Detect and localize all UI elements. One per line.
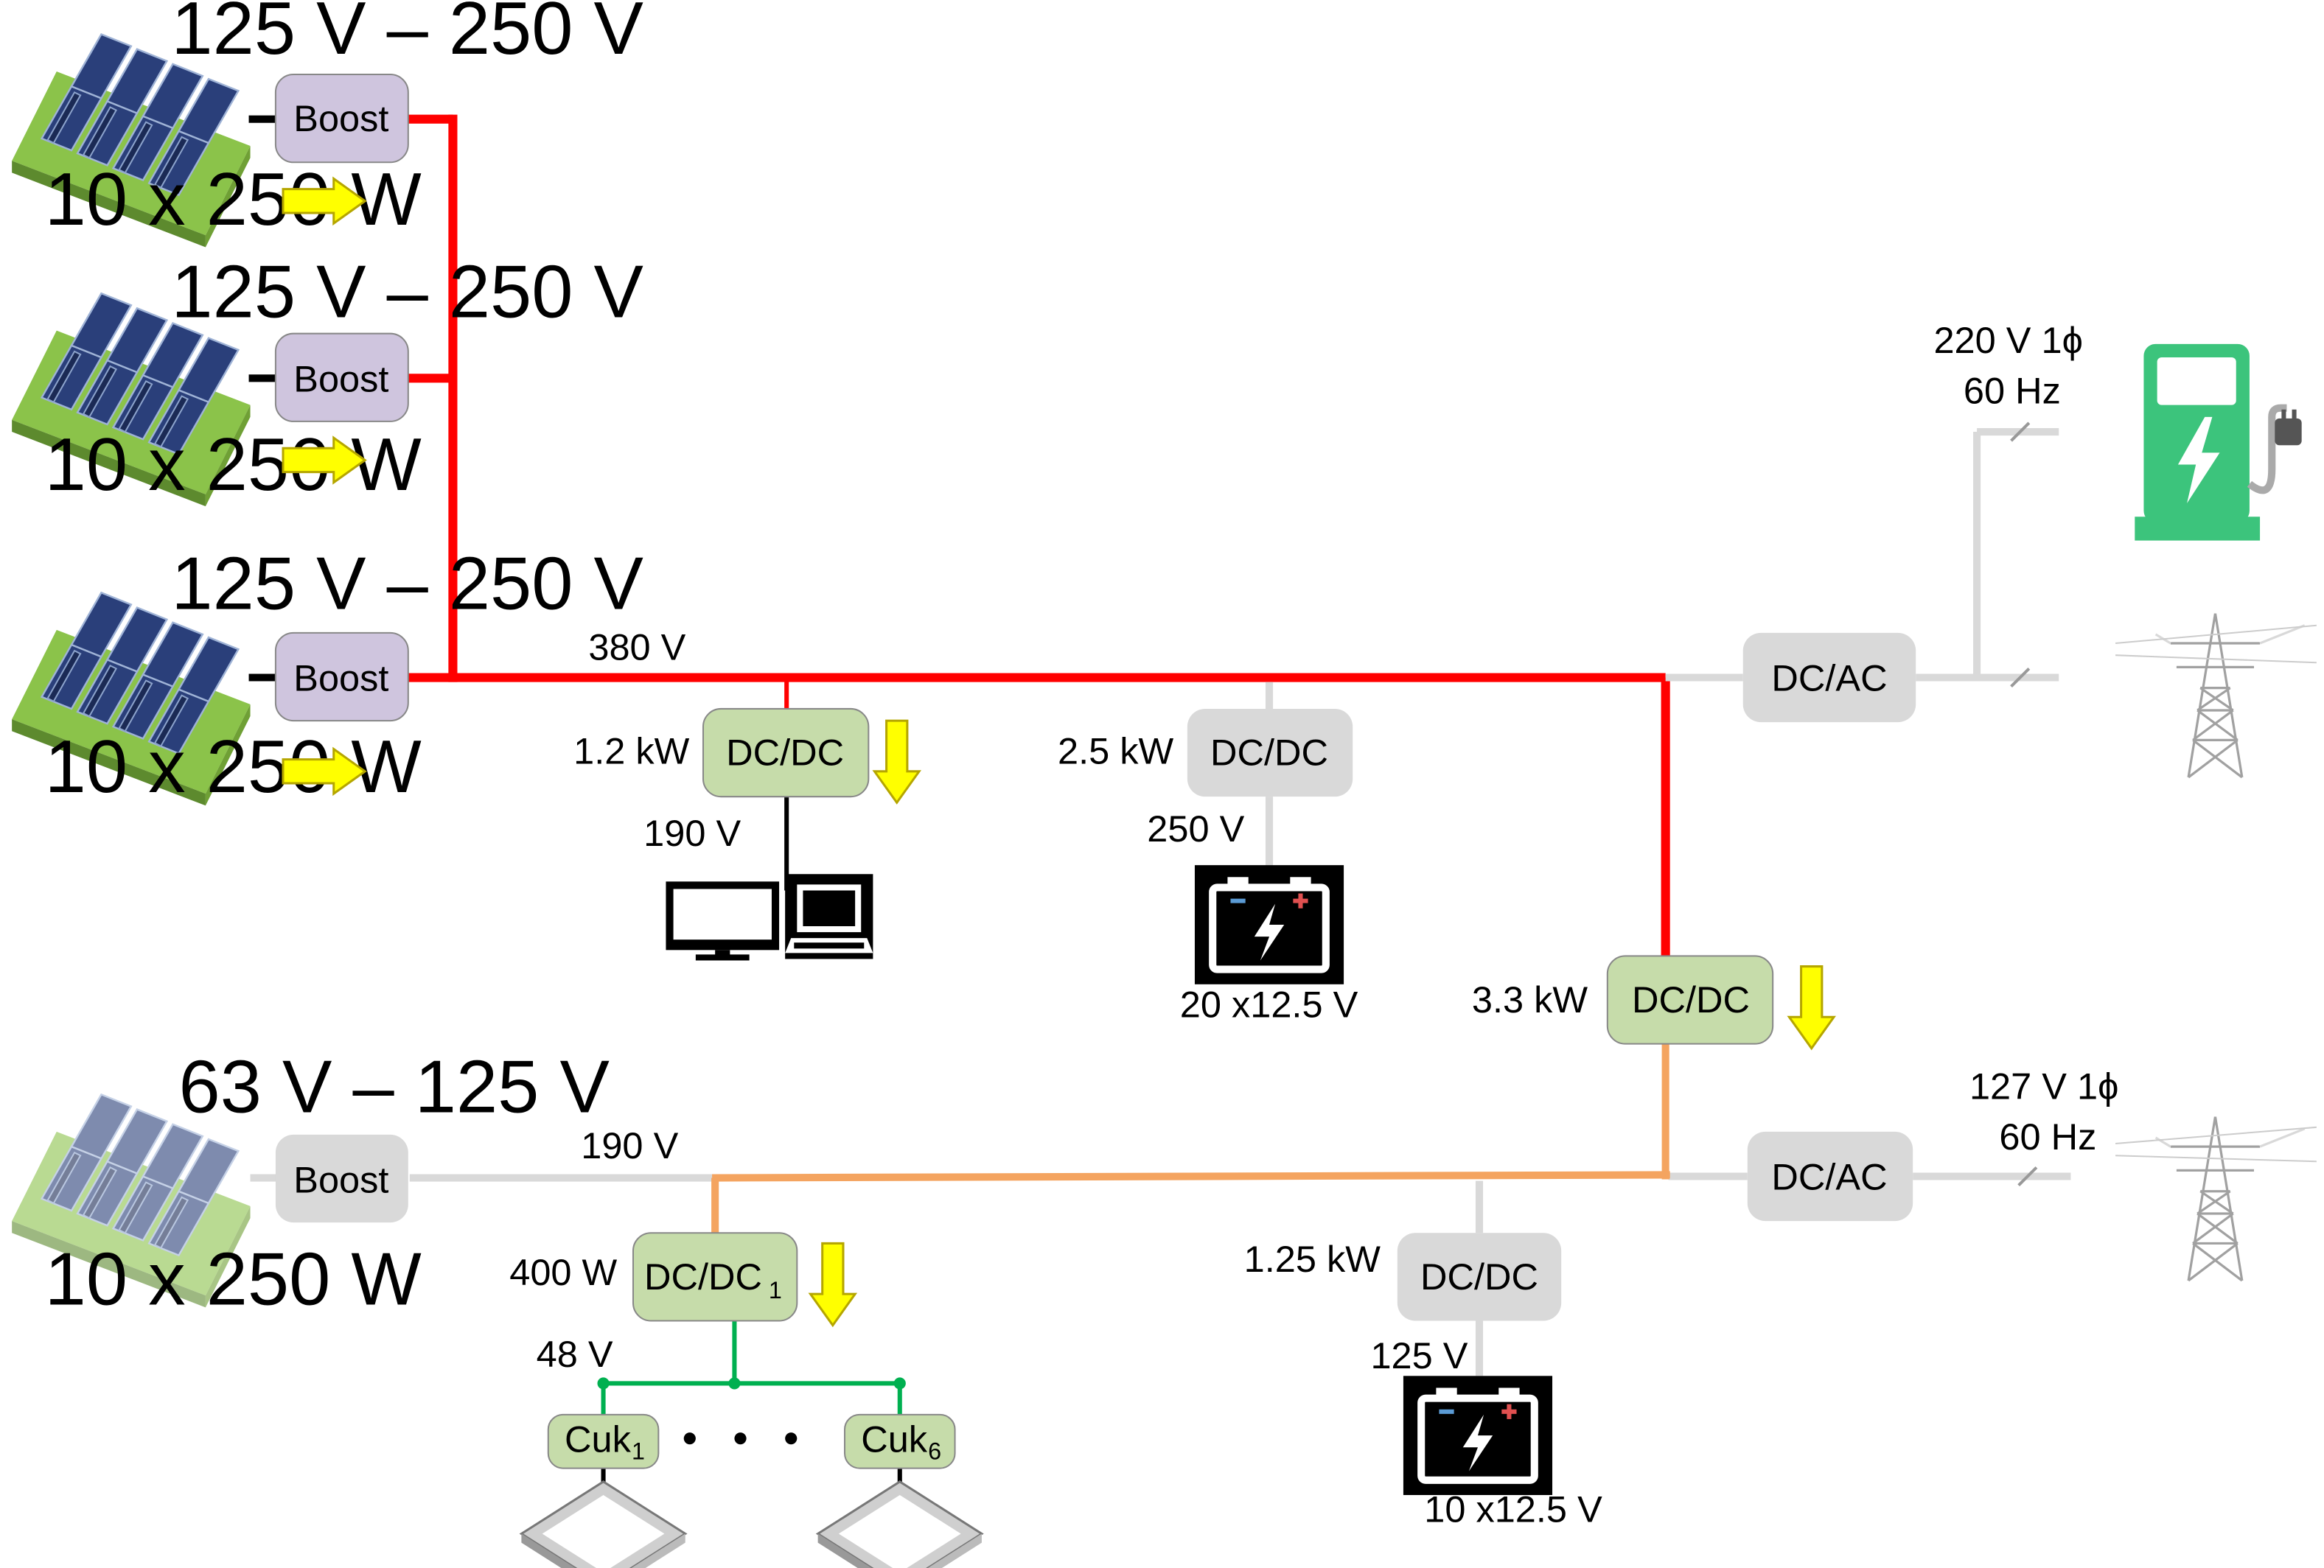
boost-label: Boost [293, 97, 388, 139]
pv4-rating: 10 x 250 W [45, 1238, 422, 1320]
inverter-label: DC/AC [1771, 1156, 1887, 1198]
transmission-tower-icon [2154, 1116, 2306, 1282]
ev-charger-icon [2135, 343, 2302, 541]
battery-low-rating: 10 x12.5 V [1424, 1488, 1602, 1530]
pv3-voltage: 125 V – 250 V [171, 543, 643, 626]
power-lines [2115, 624, 2317, 1163]
cuk-converter-first[interactable]: Cuk 1 [547, 1413, 660, 1469]
boost-converter-2[interactable]: Boost [274, 332, 409, 422]
boost-label: Boost [293, 357, 388, 399]
high-voltage-bus [406, 114, 1670, 956]
cuk-label: Cuk [565, 1418, 632, 1460]
tv-icon [666, 881, 780, 961]
flow-arrow-icon [809, 1242, 856, 1327]
dc-battery-high-converter[interactable]: DC/DC [1187, 708, 1353, 797]
boost-label: Boost [293, 657, 388, 699]
flow-arrow-icon [1787, 965, 1835, 1050]
pv-connectors [248, 115, 277, 682]
breaker-marks [2010, 421, 2038, 1187]
converter-subscript: 1 [769, 1277, 782, 1303]
converter-label: DC/DC [644, 1256, 762, 1298]
interlink-converter[interactable]: DC/DC [1606, 955, 1774, 1045]
ceiling-light-icon [817, 1480, 983, 1568]
boost-converter-3[interactable]: Boost [274, 631, 409, 722]
dc-battery-low-out-voltage: 125 V [1370, 1334, 1468, 1376]
dc-battery-low-power: 1.25 kW [1244, 1238, 1381, 1280]
battery-icon [1195, 865, 1344, 984]
dc-battery-low-converter[interactable]: DC/DC [1397, 1233, 1562, 1321]
dc-battery-high-power: 2.5 kW [1058, 730, 1174, 772]
battery-icon [1403, 1376, 1552, 1495]
cuk-label: Cuk [861, 1418, 928, 1460]
ceiling-light-icon [520, 1480, 687, 1568]
lamp-wires [601, 1466, 902, 1489]
inverter-low[interactable]: DC/AC [1747, 1131, 1913, 1222]
inactive-lines [250, 428, 2071, 1376]
dc-load-converter[interactable]: DC/DC [702, 707, 870, 798]
converter-label: DC/DC [726, 732, 844, 774]
lighting-power: 400 W [509, 1251, 617, 1293]
cuk-subscript: 1 [632, 1438, 645, 1464]
pv1-rating: 10 x 250 W [45, 158, 422, 241]
converter-label: DC/DC [1210, 732, 1328, 774]
pv1-voltage: 125 V – 250 V [171, 0, 643, 70]
pv4-voltage: 63 V – 125 V [179, 1046, 610, 1129]
dc-battery-high-out-voltage: 250 V [1147, 808, 1244, 850]
battery-high-rating: 20 x12.5 V [1180, 983, 1358, 1025]
lighting-out-voltage: 48 V [537, 1333, 613, 1375]
boost-converter-4[interactable]: Boost [275, 1134, 408, 1223]
grid-low-voltage: 127 V 1ϕ [1969, 1065, 2118, 1107]
flow-arrow-icon [873, 719, 921, 804]
pv2-rating: 10 x 250 W [45, 424, 422, 506]
grid-high-freq: 60 Hz [1964, 370, 2061, 412]
inverter-label: DC/AC [1771, 657, 1887, 699]
boost-label: Boost [293, 1159, 388, 1201]
low-voltage-bus [711, 1042, 1670, 1233]
dc-load-out-voltage: 190 V [643, 812, 741, 854]
pv2-voltage: 125 V – 250 V [171, 251, 643, 333]
boost-converter-1[interactable]: Boost [274, 74, 409, 164]
pv3-rating: 10 x 250 W [45, 726, 422, 808]
cuk-converter-last[interactable]: Cuk 6 [843, 1413, 956, 1469]
grid-low-freq: 60 Hz [1999, 1116, 2096, 1158]
lighting-bus [601, 1319, 902, 1415]
converter-label: DC/DC [1420, 1256, 1538, 1298]
cuk-subscript: 6 [928, 1438, 941, 1464]
high-bus-voltage: 380 V [588, 626, 685, 668]
inverter-high[interactable]: DC/AC [1742, 632, 1916, 723]
converter-label: DC/DC [1632, 979, 1750, 1021]
low-bus-voltage: 190 V [581, 1124, 678, 1166]
laptop-icon [785, 874, 873, 959]
grid-high-voltage: 220 V 1ϕ [1933, 319, 2082, 361]
dc-load-power: 1.2 kW [573, 730, 690, 772]
lighting-bus-nodes [597, 1377, 906, 1390]
lighting-converter[interactable]: DC/DC 1 [632, 1232, 798, 1322]
interlink-power: 3.3 kW [1472, 979, 1588, 1021]
ellipsis-dots [683, 1432, 798, 1445]
